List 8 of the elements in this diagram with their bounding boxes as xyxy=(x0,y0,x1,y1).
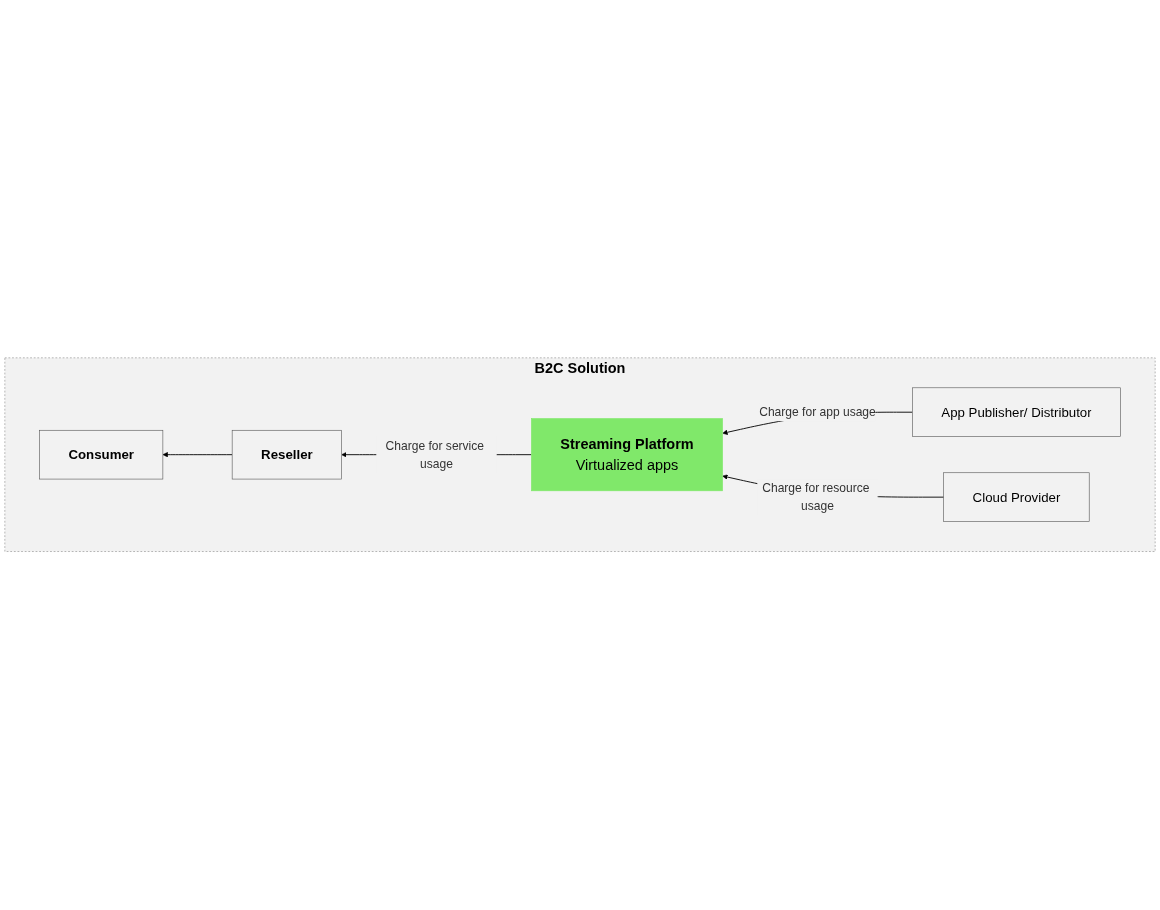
node-box: Consumer xyxy=(39,430,164,480)
edge-label: Charge for service usage xyxy=(385,439,485,471)
edge-label: Charge for resource usage xyxy=(762,481,870,514)
node-box: Streaming Platform Virtualized apps xyxy=(531,418,723,492)
node-box: Reseller xyxy=(231,430,342,480)
edge-label: Charge for app usage xyxy=(759,405,876,420)
node-box: App Publisher/ Distributor xyxy=(912,387,1121,438)
node-box: Cloud Provider xyxy=(943,472,1090,523)
